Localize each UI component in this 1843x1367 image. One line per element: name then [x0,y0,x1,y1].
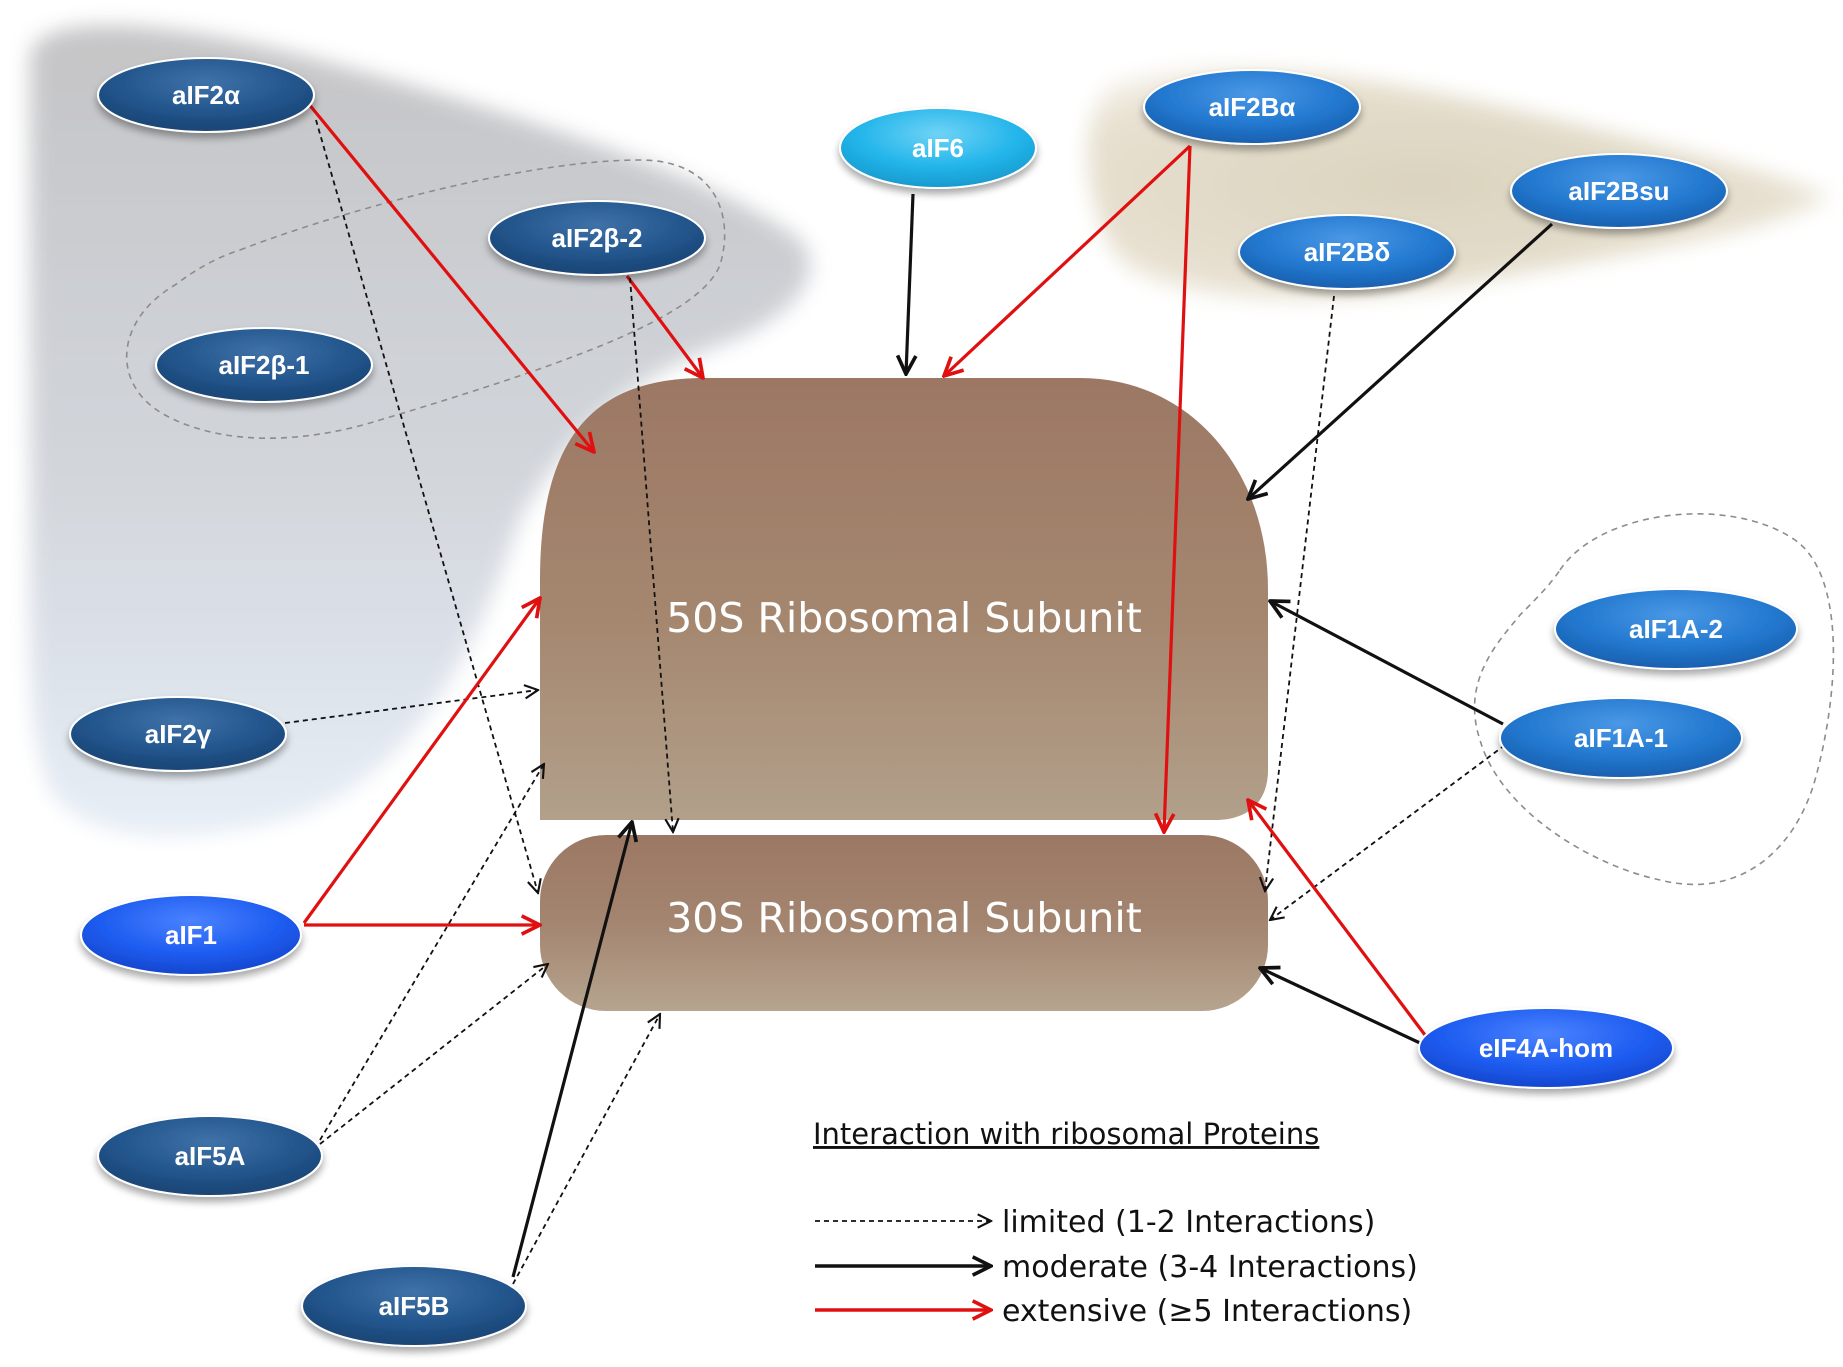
node-aIF2b2: aIF2β-2 [488,200,706,276]
edge-aIF5A-to-30S-limited [319,964,548,1145]
node-label-aIF5A: aIF5A [175,1141,246,1171]
node-aIF1A2: aIF1A-2 [1554,588,1798,670]
edge-aIF2Ba-to-50S-extensive [944,144,1192,376]
node-label-eIF4Ahom: eIF4A-hom [1479,1033,1613,1063]
ribosome-50s-shape [540,378,1268,820]
node-label-aIF2Bsu: aIF2Bsu [1568,176,1669,206]
node-ellipse-eIF4Ahom [1418,1007,1674,1089]
node-aIF2a: aIF2α [97,57,315,133]
edge-aIF1-to-50S-extensive [302,598,540,924]
edge-aIF2a-to-50S-extensive [306,101,594,452]
edge-eIF4Ahom-to-30S-moderate [1260,968,1421,1045]
node-label-aIF2Ba: aIF2Bα [1209,92,1296,122]
edge-aIF2g-to-50S-limited [284,690,538,724]
ribosome-30s-label: 30S Ribosomal Subunit [666,894,1142,942]
edge-aIF5A-to-50S-limited [319,764,544,1141]
legend-moderate-label: moderate (3-4 Interactions) [1002,1250,1418,1285]
edge-aIF2Bd-to-30S-limited [1265,295,1335,891]
node-label-aIF5B: aIF5B [379,1291,450,1321]
node-label-aIF2b1: aIF2β-1 [218,350,309,380]
node-ellipse-aIF2Bd [1238,214,1456,290]
node-ellipse-aIF2Bsu [1510,153,1728,229]
node-aIF1: aIF1 [80,894,302,976]
node-ellipse-aIF2g [69,696,287,772]
node-aIF5B: aIF5B [301,1265,527,1347]
node-ellipse-aIF2b1 [155,327,373,403]
ribosome-50s-label: 50S Ribosomal Subunit [666,594,1142,642]
ribosome-30s-shape [540,835,1268,1011]
node-aIF2g: aIF2γ [69,696,287,772]
nodes-layer: aIF2α aIF2β-2 aIF2β-1 aIF6 aIF2Bα aIF2Bsu aIF2… [69,57,1798,1347]
node-label-aIF2a: aIF2α [172,80,240,110]
edge-aIF2Ba-to-30S-extensive [1164,145,1192,832]
node-ellipse-aIF2b2 [488,200,706,276]
node-label-aIF2Bd: aIF2Bδ [1304,237,1391,267]
legend-limited-label: limited (1-2 Interactions) [1002,1205,1375,1240]
edge-aIF1A1-to-50S-moderate [1270,601,1504,726]
edge-eIF4Ahom-to-50S-extensive [1248,800,1427,1036]
node-label-aIF2b2: aIF2β-2 [551,223,642,253]
edge-aIF2b2-to-30S-limited [629,277,673,832]
legend-extensive-label: extensive (≥5 Interactions) [1002,1294,1412,1329]
node-label-aIF1A1: aIF1A-1 [1574,723,1668,753]
edge-aIF2Bsu-to-50S-moderate [1248,222,1554,499]
edge-aIF6-to-50S-moderate [906,193,913,374]
edge-aIF1A1-to-30S-limited [1270,744,1506,920]
node-aIF2Bsu: aIF2Bsu [1510,153,1728,229]
node-ellipse-aIF1A1 [1499,697,1743,779]
node-aIF2b1: aIF2β-1 [155,327,373,403]
node-ellipse-aIF2Ba [1143,69,1361,145]
legend-title: Interaction with ribosomal Proteins [813,1117,1319,1151]
node-ellipse-aIF2a [97,57,315,133]
edge-aIF5B-to-30S-limited [512,1014,660,1285]
edges-layer [284,101,1554,1285]
node-ellipse-aIF1 [80,894,302,976]
node-label-aIF1A2: aIF1A-2 [1629,614,1723,644]
node-ellipse-aIF5B [301,1265,527,1347]
edge-aIF2a-to-30S-limited [315,119,538,893]
node-label-aIF2g: aIF2γ [145,719,212,749]
node-aIF5A: aIF5A [97,1115,323,1197]
node-aIF1A1: aIF1A-1 [1499,697,1743,779]
node-aIF6: aIF6 [839,107,1037,189]
node-ellipse-aIF6 [839,107,1037,189]
node-ellipse-aIF1A2 [1554,588,1798,670]
edge-aIF5B-to-50S-moderate [511,822,632,1278]
aif2-beta-group-outline [125,159,726,439]
node-aIF2Ba: aIF2Bα [1143,69,1361,145]
node-label-aIF1: aIF1 [165,920,217,950]
node-aIF2Bd: aIF2Bδ [1238,214,1456,290]
legend: Interaction with ribosomal Proteins limi… [813,1117,1418,1329]
node-label-aIF6: aIF6 [912,133,964,163]
node-eIF4Ahom: eIF4A-hom [1418,1007,1674,1089]
aif1a-group-outline [1473,513,1835,886]
node-ellipse-aIF5A [97,1115,323,1197]
edge-aIF2b2-to-50S-extensive [625,275,703,378]
